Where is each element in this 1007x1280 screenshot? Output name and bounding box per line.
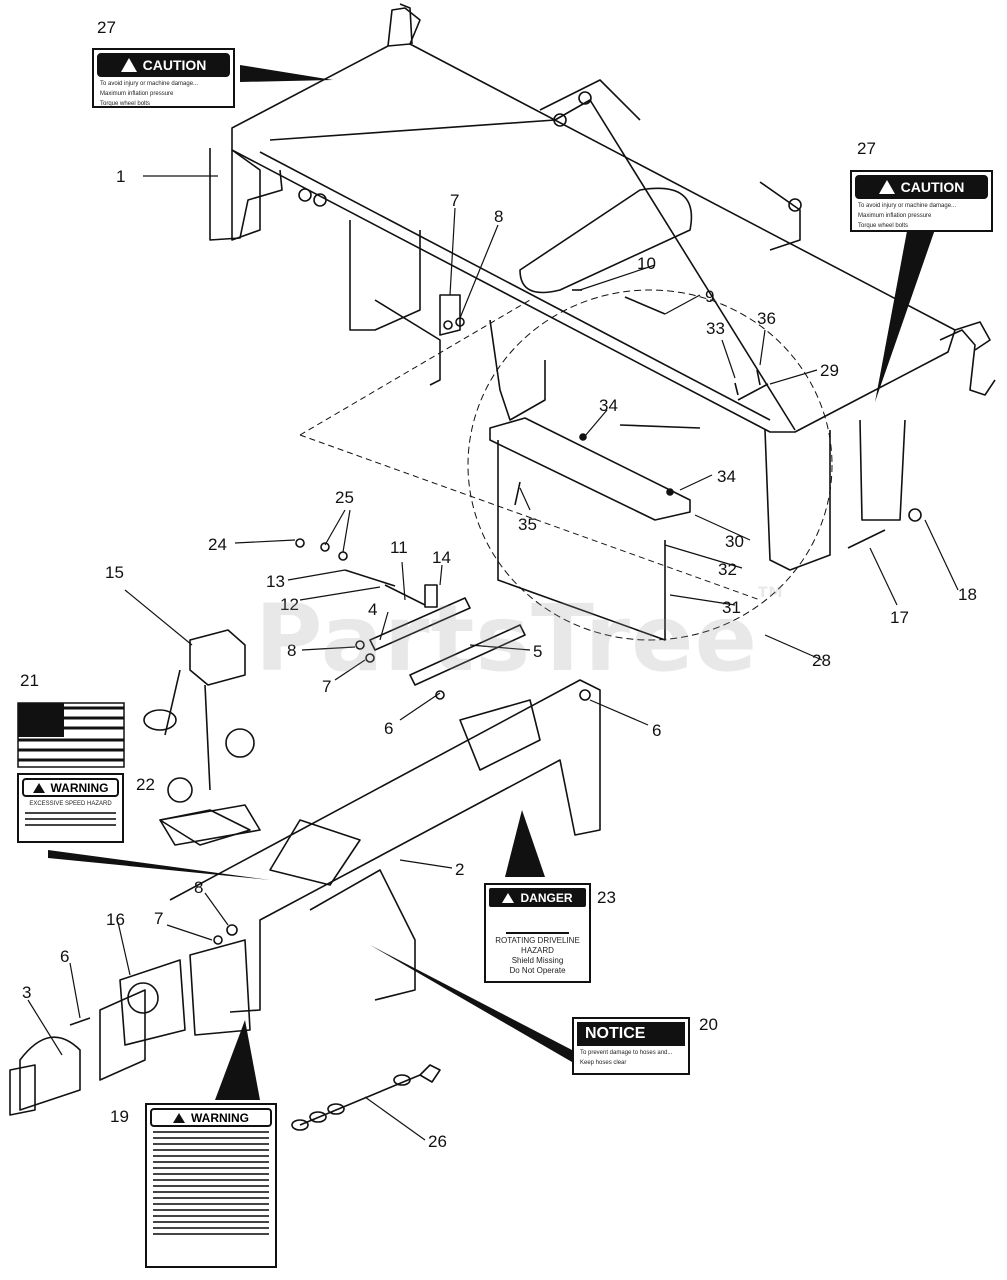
callout-15: 15	[105, 563, 124, 582]
caution-text: To avoid injury or machine damage...	[858, 203, 957, 209]
callout-13: 13	[266, 572, 285, 591]
callout-11: 11	[390, 538, 408, 557]
caution-text: To avoid injury or machine damage...	[100, 81, 199, 87]
callout-3: 3	[22, 983, 31, 1002]
callout-34-a: 34	[599, 396, 618, 415]
callout-7-a: 7	[450, 191, 459, 210]
notice-decal: NOTICE To prevent damage to hoses and...…	[572, 1017, 690, 1075]
caution-bullet: Torque wheel bolts	[858, 223, 909, 229]
callout-18: 18	[958, 585, 977, 604]
projection-line	[299, 299, 761, 601]
callout-27-a: 27	[97, 18, 116, 37]
caution-decal-right: CAUTION To avoid injury or machine damag…	[850, 170, 993, 232]
callout-31: 31	[722, 598, 741, 617]
callout-6-c: 6	[60, 947, 69, 966]
warning-decal-speed: WARNING EXCESSIVE SPEED HAZARD	[17, 773, 124, 843]
callout-1: 1	[116, 167, 125, 186]
shield-assembly	[489, 417, 701, 641]
callout-25: 25	[335, 488, 354, 507]
warning-triangle-icon	[173, 1112, 185, 1123]
callout-12: 12	[280, 595, 299, 614]
danger-line: Shield Missing	[511, 956, 564, 965]
callout-36: 36	[757, 309, 776, 328]
callout-32: 32	[718, 560, 737, 579]
callout-34-b: 34	[717, 467, 736, 486]
us-flag-icon	[17, 702, 125, 768]
caution-triangle-icon	[120, 58, 137, 72]
callout-8-b: 8	[287, 641, 296, 660]
callout-9: 9	[705, 287, 714, 306]
callout-30: 30	[725, 532, 744, 551]
notice-bullet: Keep hoses clear	[580, 1060, 627, 1066]
caution-title: CAUTION	[142, 57, 207, 73]
warning-title: WARNING	[191, 1110, 249, 1125]
caution-bullet: Maximum inflation pressure	[100, 91, 174, 97]
callout-27-b: 27	[857, 139, 876, 158]
callout-5: 5	[533, 642, 542, 661]
callout-7-c: 7	[154, 909, 163, 928]
bolt-17-18	[847, 508, 922, 549]
caution-triangle-icon	[878, 180, 895, 194]
decal-pointers	[48, 65, 940, 1100]
callout-23: 23	[597, 888, 616, 907]
danger-title: DANGER	[520, 890, 573, 905]
callout-19: 19	[110, 1107, 129, 1126]
callout-7-b: 7	[322, 677, 331, 696]
caution-decal-top-left: CAUTION To avoid injury or machine damag…	[92, 48, 235, 108]
notice-text: To prevent damage to hoses and...	[580, 1050, 673, 1056]
callout-17: 17	[890, 608, 909, 627]
callout-numbers: 27 1 7 8 10 9 33 36 29 27 34 34 35 30 32…	[20, 18, 977, 1151]
callout-35: 35	[518, 515, 537, 534]
hitch-frame	[159, 679, 601, 1036]
safety-chain	[291, 1064, 441, 1131]
callout-29: 29	[820, 361, 839, 380]
callout-26: 26	[428, 1132, 447, 1151]
danger-line: HAZARD	[521, 946, 554, 955]
danger-line: ROTATING DRIVELINE	[495, 936, 580, 945]
danger-decal: DANGER ROTATING DRIVELINE HAZARD Shield …	[484, 883, 591, 983]
callout-10: 10	[637, 254, 656, 273]
callout-2: 2	[455, 860, 464, 879]
callout-14: 14	[432, 548, 451, 567]
callout-6-a: 6	[384, 719, 393, 738]
callout-8-c: 8	[194, 878, 203, 897]
callout-33: 33	[706, 319, 725, 338]
warning-decal-large: WARNING	[145, 1103, 277, 1268]
danger-line: Do Not Operate	[509, 966, 566, 975]
driveline	[9, 959, 186, 1116]
callout-4: 4	[368, 600, 377, 619]
caution-bullet: Maximum inflation pressure	[858, 213, 932, 219]
notice-title: NOTICE	[585, 1025, 646, 1042]
callout-16: 16	[106, 910, 125, 929]
warning-title: WARNING	[50, 780, 109, 795]
warning-subtitle: EXCESSIVE SPEED HAZARD	[29, 801, 112, 807]
danger-pictogram-icon	[506, 910, 569, 934]
caution-bullet: Torque wheel bolts	[100, 101, 151, 107]
warning-triangle-icon	[32, 782, 45, 793]
callout-22: 22	[136, 775, 155, 794]
hardware-cluster	[439, 289, 769, 401]
main-frame	[209, 3, 996, 571]
callout-21: 21	[20, 671, 39, 690]
callout-20: 20	[699, 1015, 718, 1034]
leader-lines	[27, 175, 959, 1141]
callout-6-b: 6	[652, 721, 661, 740]
watermark: PartsTreeTM	[255, 585, 784, 692]
detail-circle	[467, 289, 833, 641]
callout-8-a: 8	[494, 207, 503, 226]
callout-28: 28	[812, 651, 831, 670]
caution-triangle-icon	[502, 892, 515, 903]
caution-title: CAUTION	[900, 179, 965, 195]
jack-assembly	[143, 629, 255, 846]
callout-24: 24	[208, 535, 227, 554]
